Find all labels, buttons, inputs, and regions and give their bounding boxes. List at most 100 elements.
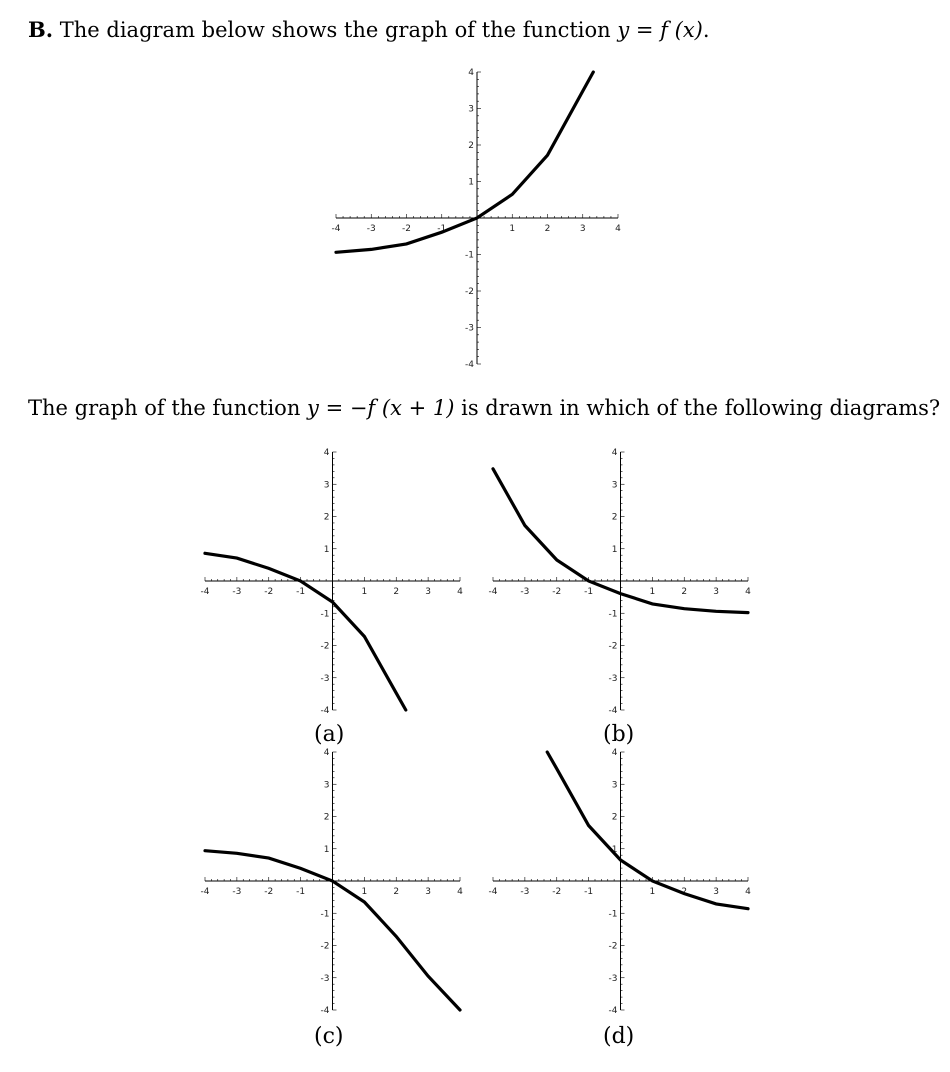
y-tick-label: -1: [609, 609, 618, 619]
x-tick-label: -2: [264, 887, 273, 897]
x-tick-label: 4: [457, 587, 463, 597]
function-curve: [203, 849, 462, 1012]
y-tick-label: -2: [609, 942, 618, 952]
x-tick-label: 2: [681, 587, 687, 597]
x-tick-label: -4: [201, 587, 210, 597]
graph-option-c: -4 -4 -3 -3 -2 -2 -1 -1 1 1 2 2 3 3 4 4: [201, 748, 464, 1016]
prompt-before: The graph of the function: [28, 396, 301, 420]
x-tick-label: -3: [232, 887, 241, 897]
prompt-after: is drawn in which of the following diagr…: [461, 396, 941, 420]
x-tick-label: -2: [552, 887, 561, 897]
x-tick-label: 3: [425, 587, 431, 597]
x-tick-label: 2: [545, 224, 551, 234]
y-tick-label: 2: [468, 141, 474, 151]
y-tick-label: -2: [609, 642, 618, 652]
y-tick-label: 1: [468, 178, 474, 188]
y-tick-label: -4: [321, 1006, 330, 1016]
prompt-line: The graph of the function y = −f (x + 1)…: [28, 396, 940, 420]
y-tick-label: 4: [324, 748, 330, 758]
x-tick-label: -3: [520, 887, 529, 897]
x-tick-label: 1: [650, 587, 656, 597]
y-tick-label: -3: [465, 324, 474, 334]
prompt-formula: y = −f (x + 1): [307, 396, 455, 420]
y-tick-label: 3: [612, 480, 618, 490]
y-tick-label: 3: [612, 780, 618, 790]
x-tick-label: 4: [745, 887, 751, 897]
caption-d: (d): [603, 1024, 635, 1049]
x-tick-label: -1: [584, 587, 593, 597]
y-tick-label: 3: [324, 480, 330, 490]
x-tick-label: -1: [584, 887, 593, 897]
x-tick-label: -4: [489, 587, 498, 597]
x-tick-label: -3: [232, 587, 241, 597]
y-tick-label: -1: [465, 251, 474, 261]
question-line: B. The diagram below shows the graph of …: [28, 17, 710, 42]
y-tick-label: -2: [321, 942, 330, 952]
x-tick-label: -3: [367, 224, 376, 234]
x-tick-label: -1: [296, 887, 305, 897]
function-curve: [491, 467, 750, 615]
caption-a: (a): [314, 722, 345, 747]
x-tick-label: 3: [713, 887, 719, 897]
y-tick-label: -4: [609, 706, 618, 716]
y-tick-label: -3: [321, 974, 330, 984]
y-tick-label: -1: [321, 909, 330, 919]
x-tick-label: 4: [615, 224, 621, 234]
caption-c: (c): [314, 1024, 344, 1049]
function-curve: [545, 750, 750, 911]
x-tick-label: 3: [425, 887, 431, 897]
y-tick-label: -1: [609, 909, 618, 919]
x-tick-label: -4: [332, 224, 341, 234]
x-tick-label: 1: [362, 587, 368, 597]
x-tick-label: -1: [296, 587, 305, 597]
caption-b: (b): [603, 722, 635, 747]
y-tick-label: 1: [612, 845, 618, 855]
x-tick-label: 3: [580, 224, 586, 234]
x-tick-label: -1: [437, 224, 446, 234]
y-tick-label: 2: [324, 813, 330, 823]
y-tick-label: -4: [609, 1006, 618, 1016]
question-text: The diagram below shows the graph of the…: [59, 18, 611, 42]
function-curve: [203, 551, 408, 712]
x-tick-label: -4: [201, 887, 210, 897]
y-tick-label: -4: [321, 706, 330, 716]
y-tick-label: -3: [321, 674, 330, 684]
y-tick-label: 2: [612, 813, 618, 823]
x-tick-label: -2: [402, 224, 411, 234]
y-tick-label: 3: [468, 105, 474, 115]
x-tick-label: -3: [520, 587, 529, 597]
question-formula: y = f (x): [617, 18, 703, 42]
y-tick-label: 1: [612, 545, 618, 555]
y-tick-label: 1: [324, 845, 330, 855]
y-tick-label: 3: [324, 780, 330, 790]
x-tick-label: 4: [745, 587, 751, 597]
question-label: B.: [28, 17, 54, 42]
y-tick-label: 4: [612, 748, 618, 758]
x-tick-label: -4: [489, 887, 498, 897]
graph-main: -4 -4 -3 -3 -2 -2 -1 -1 1 1 2 2 3 3 4 4: [332, 68, 622, 370]
x-tick-label: 1: [509, 224, 515, 234]
y-tick-label: -2: [465, 287, 474, 297]
y-tick-label: -2: [321, 642, 330, 652]
x-tick-label: 2: [393, 887, 399, 897]
y-tick-label: 4: [324, 448, 330, 458]
x-tick-label: -2: [552, 587, 561, 597]
y-tick-label: -3: [609, 974, 618, 984]
y-tick-label: 4: [468, 68, 474, 78]
y-tick-label: -4: [465, 360, 474, 370]
x-tick-label: 3: [713, 587, 719, 597]
x-tick-label: 1: [362, 887, 368, 897]
y-tick-label: -1: [321, 609, 330, 619]
y-tick-label: 2: [612, 513, 618, 523]
y-tick-label: 1: [324, 545, 330, 555]
function-curve: [334, 70, 595, 254]
x-tick-label: -2: [264, 587, 273, 597]
y-tick-label: 4: [612, 448, 618, 458]
x-tick-label: 4: [457, 887, 463, 897]
graph-option-a: -4 -4 -3 -3 -2 -2 -1 -1 1 1 2 2 3 3 4 4: [201, 448, 464, 716]
y-tick-label: 2: [324, 513, 330, 523]
x-tick-label: 2: [393, 587, 399, 597]
x-tick-label: 1: [650, 887, 656, 897]
